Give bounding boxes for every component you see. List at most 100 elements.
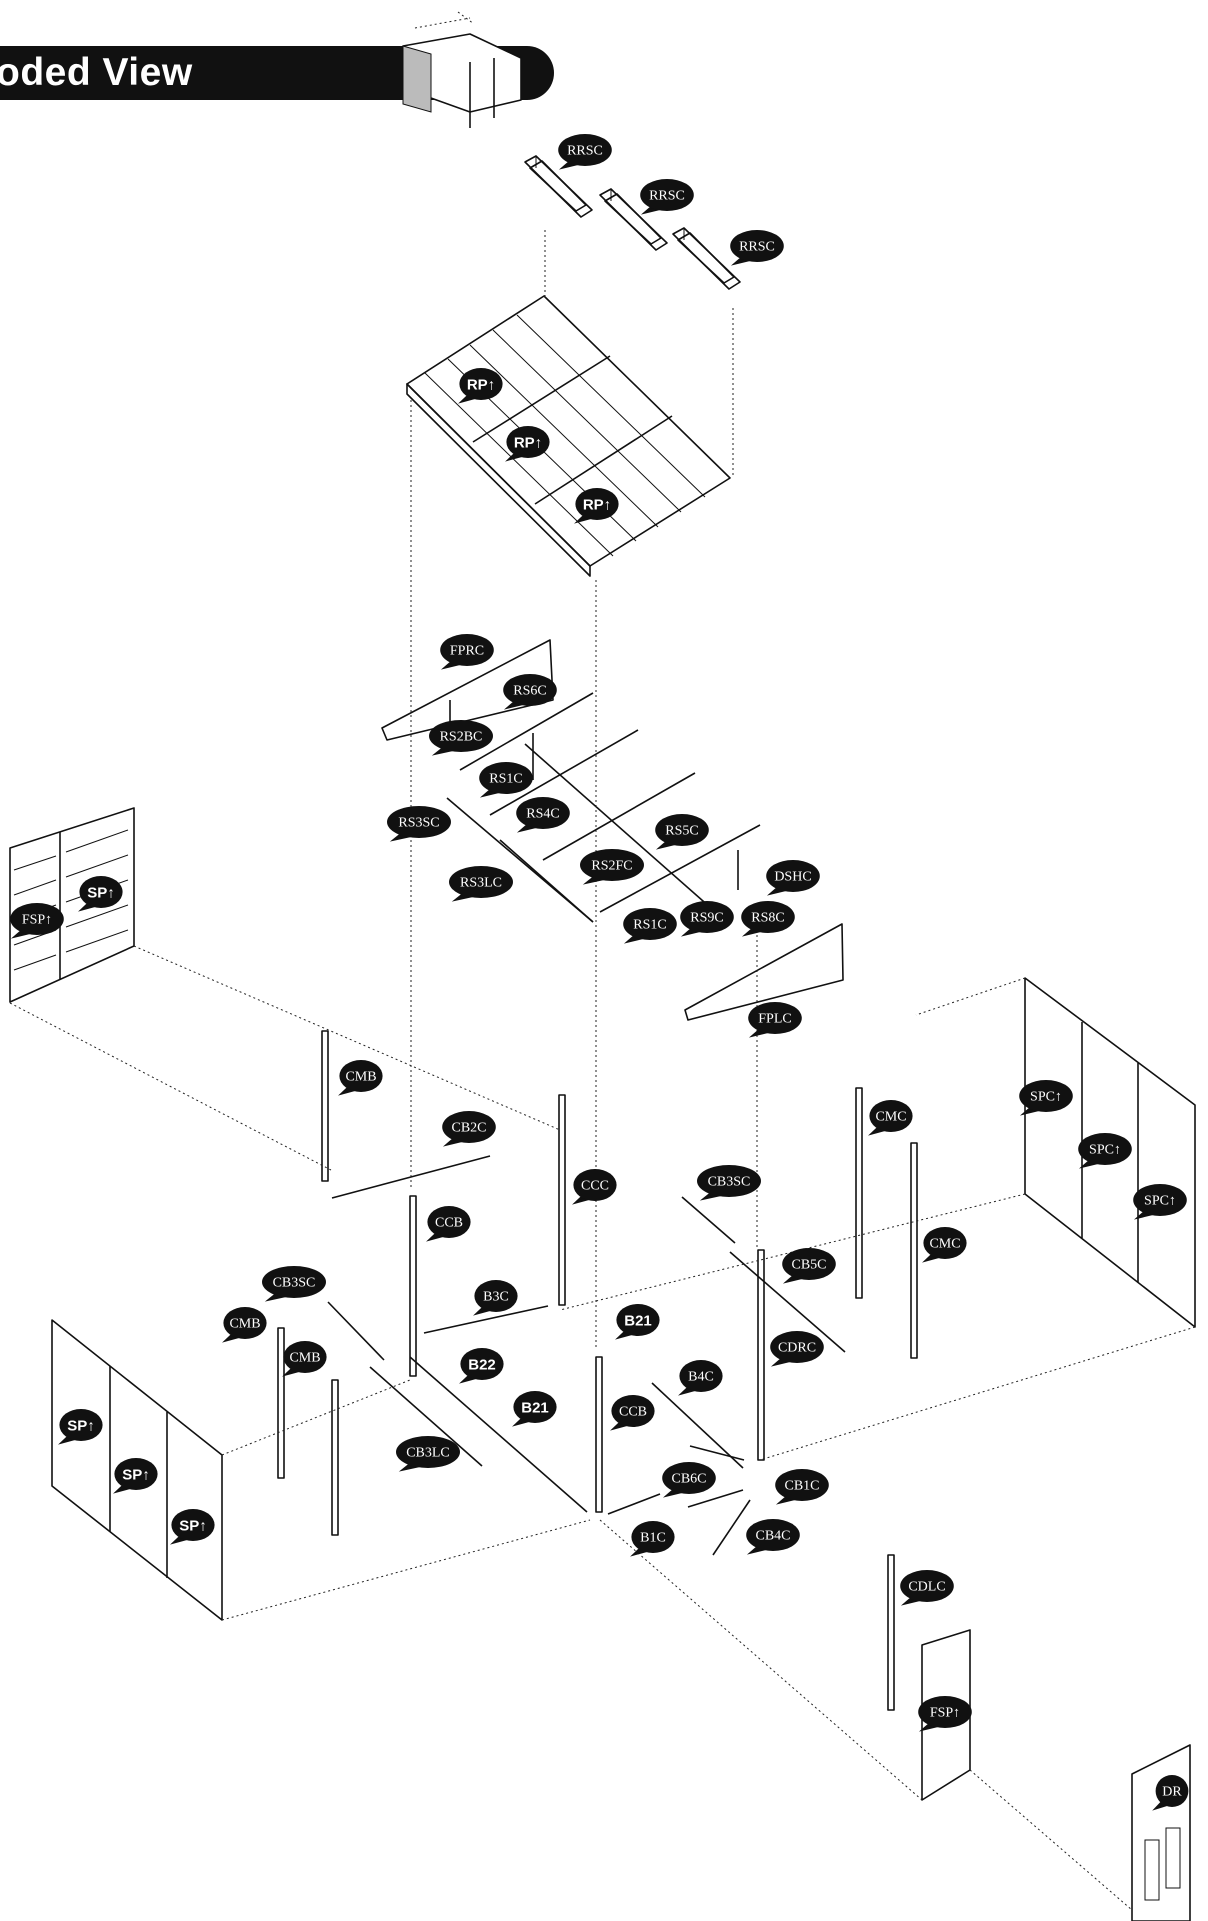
callout-rs2fc: RS2FC [580,849,644,885]
callout-rs1c-1: RS1C [479,762,533,798]
callout-bubble [697,1165,761,1197]
callout-label: SP↑ [122,1467,150,1484]
callout-bubble [575,488,619,520]
callout-label: DSHC [774,870,811,885]
callout-ccc: CCC [572,1169,617,1205]
callout-bubble [741,901,795,933]
callout-rp-2: RP↑ [505,426,550,462]
callout-rs3lc: RS3LC [449,866,513,902]
callout-cb3sc-2: CB3SC [262,1266,326,1302]
callout-label: DR [1162,1785,1182,1800]
callout-cb5c: CB5C [782,1248,836,1284]
callout-label: RS9C [690,911,723,926]
callout-spc-3: SPC↑ [1133,1184,1187,1220]
callout-bubble [558,134,612,166]
callout-cb1c: CB1C [775,1469,829,1505]
callout-label: RRSC [649,189,685,204]
callout-label: RP↑ [467,377,495,394]
roof-ridge-caps [524,155,741,290]
callout-bubble [655,814,709,846]
callout-cdrc: CDRC [770,1331,824,1367]
callout-rs5c: RS5C [655,814,709,850]
callout-bubble [662,1462,716,1494]
callout-label: SP↑ [179,1518,207,1535]
callout-cb3sc-1: CB3SC [697,1165,761,1201]
callout-label: CCB [619,1405,647,1420]
callout-label: B21 [624,1313,652,1330]
callout-label: B21 [521,1400,549,1417]
callout-sp-top-left: SP↑ [78,876,123,912]
callout-cdlc: CDLC [900,1570,954,1606]
callout-bubble [680,901,734,933]
callout-bubble [513,1391,557,1423]
callout-fsp-front: FSP↑ [918,1696,972,1732]
callout-rrsc-2: RRSC [640,179,694,215]
callout-bubble [869,1100,913,1132]
callout-label: CB2C [451,1121,486,1136]
callout-bubble [516,797,570,829]
callout-label: CB3LC [406,1446,450,1461]
callout-bubble [442,1111,496,1143]
callout-bubble [766,860,820,892]
callout-label: CCC [581,1179,609,1194]
callout-cmc-1: CMC [868,1100,913,1136]
callout-spc-2: SPC↑ [1078,1133,1132,1169]
callout-label: RP↑ [583,497,611,514]
callout-ccb-2: CCB [610,1395,655,1431]
alignment-lines [9,230,1196,1911]
callout-label: RS2BC [440,730,483,745]
callout-bubble [1019,1080,1073,1112]
page-title: oded View [0,51,193,94]
callout-label: RS1C [489,772,522,787]
callout-rs1c-2: RS1C [623,908,677,944]
callout-label: B4C [688,1370,714,1385]
callout-label: SPC↑ [1089,1143,1121,1158]
callout-label: CB4C [755,1529,790,1544]
roof-structure [381,639,844,1021]
callout-bubble [339,1060,383,1092]
callout-bubble [748,1002,802,1034]
roof-panels [406,295,731,577]
callout-bubble [730,230,784,262]
callout-label: FSP↑ [22,913,52,928]
callout-bubble [396,1436,460,1468]
callout-bubble [640,179,694,211]
callout-label: CB3SC [708,1175,751,1190]
callout-label: RS8C [751,911,784,926]
callout-bubble [459,368,503,400]
callout-bubble [79,876,123,908]
callout-bubble [429,720,493,752]
callout-bubble [679,1360,723,1392]
callout-bubble [427,1206,471,1238]
callout-bubble [1078,1133,1132,1165]
callout-label: FSP↑ [930,1706,960,1721]
callout-bubble [460,1348,504,1380]
callout-bubble [440,634,494,666]
callout-label: SP↑ [87,885,115,902]
callout-bubble [923,1227,967,1259]
callout-bubble [1155,1775,1189,1807]
callout-ccb-1: CCB [426,1206,471,1242]
callout-bubble [1133,1184,1187,1216]
callout-cmb-1: CMB [338,1060,383,1096]
callout-bubble [782,1248,836,1280]
callout-bubble [449,866,513,898]
callout-rp-1: RP↑ [458,368,503,404]
callout-label: FPLC [758,1012,791,1027]
callout-dshc: DSHC [766,860,820,896]
callout-label: CMB [289,1351,320,1366]
callout-label: RRSC [567,144,603,159]
callout-label: CDRC [778,1341,816,1356]
callout-bubble [503,674,557,706]
callout-cb3lc: CB3LC [396,1436,460,1472]
callout-fsp-left: FSP↑ [10,903,64,939]
callout-dr: DR [1152,1775,1189,1811]
callout-bubble [59,1409,103,1441]
callout-label: RS4C [526,807,559,822]
callout-label: SPC↑ [1030,1090,1062,1105]
callout-rs2bc: RS2BC [429,720,493,756]
callout-label: CMC [929,1237,960,1252]
callout-rs4c: RS4C [516,797,570,833]
callout-label: B3C [483,1290,509,1305]
